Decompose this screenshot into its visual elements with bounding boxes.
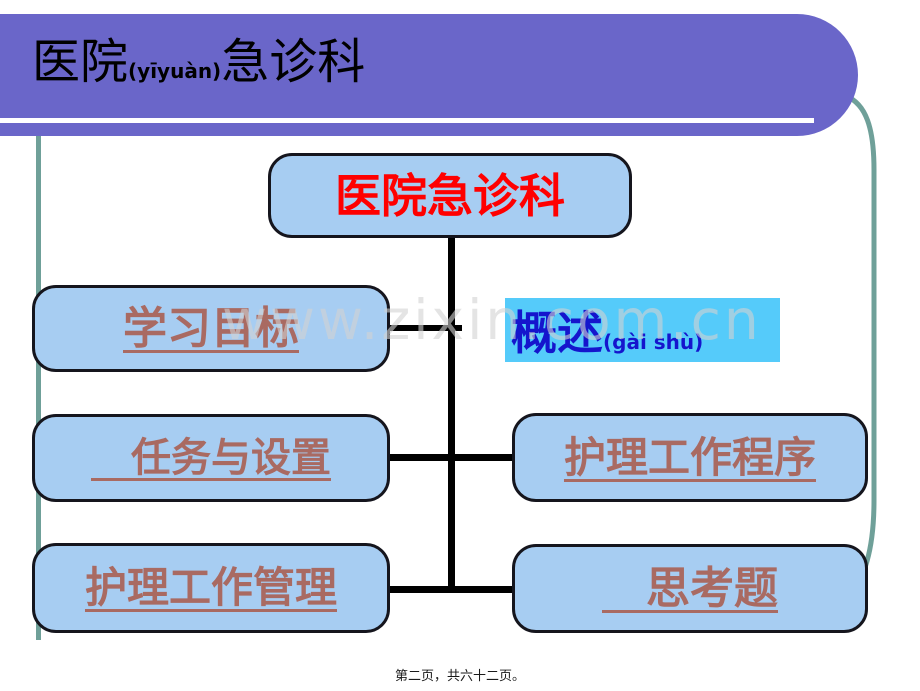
- node-label: 医院急诊科: [335, 169, 565, 222]
- header-underline: [0, 118, 814, 123]
- page-number: 第二页，共六十二页。: [394, 668, 525, 683]
- node-annotation: (gài shù): [603, 330, 704, 354]
- node-nursing-work-procedure: 护理工作程序: [512, 413, 868, 502]
- node-tasks-and-setup: 任务与设置: [32, 414, 390, 502]
- node-label: 学习目标: [123, 303, 299, 353]
- node-label: 思考题: [602, 563, 778, 613]
- node-root-hospital-emergency: 医院急诊科: [268, 153, 632, 238]
- node-label: 护理工作程序: [563, 433, 816, 481]
- node-nursing-work-management: 护理工作管理: [32, 543, 390, 633]
- node-label: 任务与设置: [91, 436, 331, 480]
- title-suffix: 急诊科: [221, 34, 366, 90]
- connector-row1: [388, 325, 462, 331]
- node-learning-objectives: 学习目标: [32, 285, 390, 372]
- connector-vertical: [448, 237, 455, 593]
- node-label: 概述: [511, 306, 603, 360]
- connector-row3: [388, 586, 514, 593]
- node-review-questions: 思考题: [512, 544, 868, 633]
- connector-row2: [388, 454, 514, 461]
- title-annotation: (yīyuàn): [128, 59, 222, 83]
- header-banner: 医院(yīyuàn)急诊科: [0, 14, 858, 136]
- title-prefix: 医院: [32, 34, 129, 90]
- node-label: 护理工作管理: [84, 564, 337, 611]
- slide-title: 医院(yīyuàn)急诊科: [32, 38, 365, 86]
- node-overview: 概述(gài shù): [505, 298, 780, 362]
- left-accent-line: [36, 136, 41, 640]
